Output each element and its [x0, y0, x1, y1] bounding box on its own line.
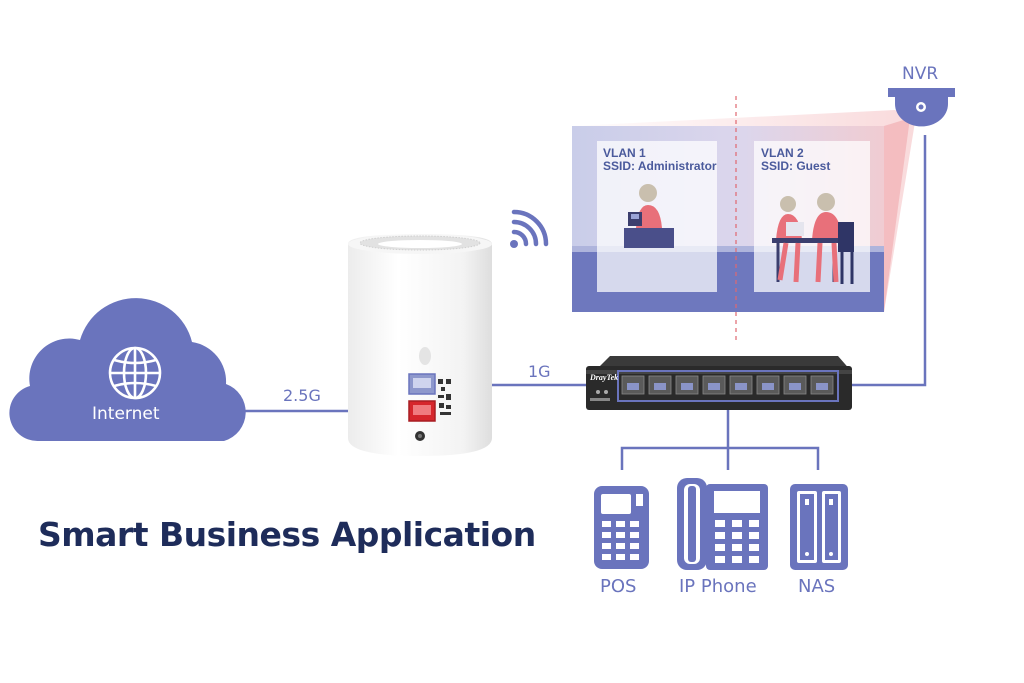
vlan1-name: VLAN 1: [603, 146, 646, 160]
lan-speed-label: 1G: [528, 362, 551, 381]
nvr-camera: [888, 88, 955, 127]
device-bus: [620, 446, 820, 470]
poe-switch: [586, 356, 852, 410]
vlan2-name: VLAN 2: [761, 146, 804, 160]
internet-cloud: [9, 298, 246, 442]
cashier-person: [624, 184, 674, 248]
vlan1-ssid: SSID: Administrator: [603, 159, 717, 173]
pos-label: POS: [600, 576, 637, 597]
wan-speed-label: 2.5G: [283, 386, 321, 405]
nas-label: NAS: [798, 576, 836, 597]
office-room: [572, 96, 915, 340]
vlan2-ssid: SSID: Guest: [761, 159, 831, 173]
wifi-signal-icon: [510, 209, 549, 248]
nas-icon: [790, 484, 848, 570]
ip-phone-icon: [677, 478, 768, 570]
meeting-people: [772, 193, 854, 284]
nvr-link: [838, 135, 927, 387]
pos-terminal-icon: [594, 486, 649, 569]
switch-brand: DrayTek: [590, 373, 619, 382]
internet-label: Internet: [92, 404, 160, 424]
ip-phone-label: IP Phone: [679, 576, 757, 597]
nvr-label: NVR: [902, 64, 939, 84]
page-title: Smart Business Application: [38, 515, 536, 554]
globe-icon: [108, 346, 162, 400]
wifi-router: [348, 234, 492, 456]
